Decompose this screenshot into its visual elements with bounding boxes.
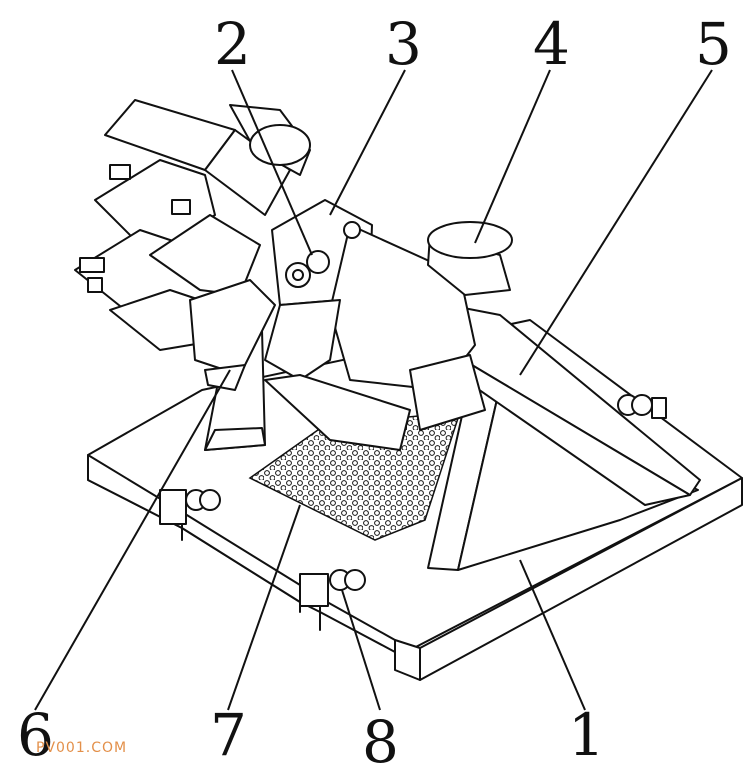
label-4: 4 [533, 10, 570, 78]
label-2: 2 [214, 10, 251, 78]
label-3: 3 [385, 10, 422, 78]
pivot-shaft [285, 250, 330, 288]
label-6: 6 [17, 701, 54, 769]
clamp-head-assembly [74, 99, 311, 391]
label-5: 5 [695, 10, 732, 78]
mesh-screen [248, 411, 462, 541]
clamp-block-left [159, 489, 221, 525]
label-8: 8 [362, 708, 399, 773]
watermark-text: PV001.COM [36, 740, 127, 756]
leader-lines [34, 69, 713, 711]
motor [427, 221, 513, 296]
clamp-block-right [617, 394, 667, 419]
right-support-bracket [427, 379, 699, 571]
clamp-block-front [299, 569, 366, 607]
label-7: 7 [210, 701, 247, 769]
label-1: 1 [568, 701, 605, 769]
